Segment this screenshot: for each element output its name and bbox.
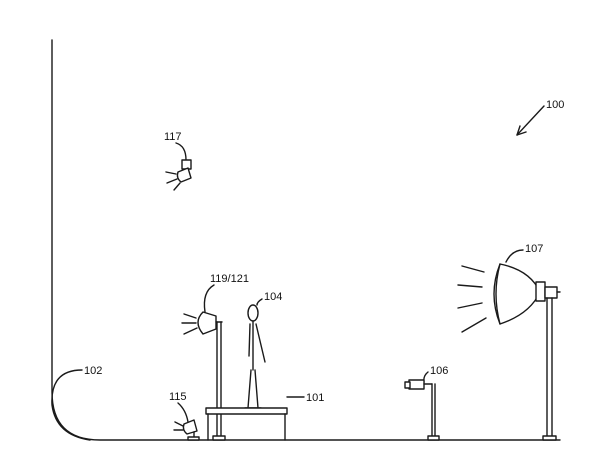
label-102: 102: [84, 365, 102, 377]
label-117: 117: [164, 131, 182, 143]
overhead-light-head-icon: [176, 167, 192, 183]
subject-head: [247, 304, 259, 322]
subject-figure: 104: [244, 291, 282, 409]
floor-light: 115: [169, 391, 200, 441]
backdrop: [51, 39, 561, 441]
studio-reference: 100: [516, 99, 564, 136]
label-100: 100: [546, 99, 564, 111]
side-light: 119/121: [181, 273, 249, 441]
key-light: 107: [457, 243, 561, 441]
overhead-light: 117: [164, 131, 192, 191]
overhead-light-mount-icon: [181, 159, 192, 170]
camera: 106: [404, 365, 448, 441]
label-107: 107: [525, 243, 543, 255]
side-light-head-icon: [197, 311, 217, 335]
label-119-121: 119/121: [210, 273, 249, 285]
camera-body-icon: [408, 379, 425, 390]
label-104: 104: [264, 291, 282, 303]
platform: 101: [205, 392, 324, 441]
floor-light-head-icon: [182, 419, 198, 435]
key-light-reflector-icon: [493, 263, 541, 325]
label-106: 106: [430, 365, 448, 377]
label-115: 115: [169, 391, 187, 403]
backdrop-reference: 102: [51, 365, 102, 441]
label-101: 101: [306, 392, 324, 404]
